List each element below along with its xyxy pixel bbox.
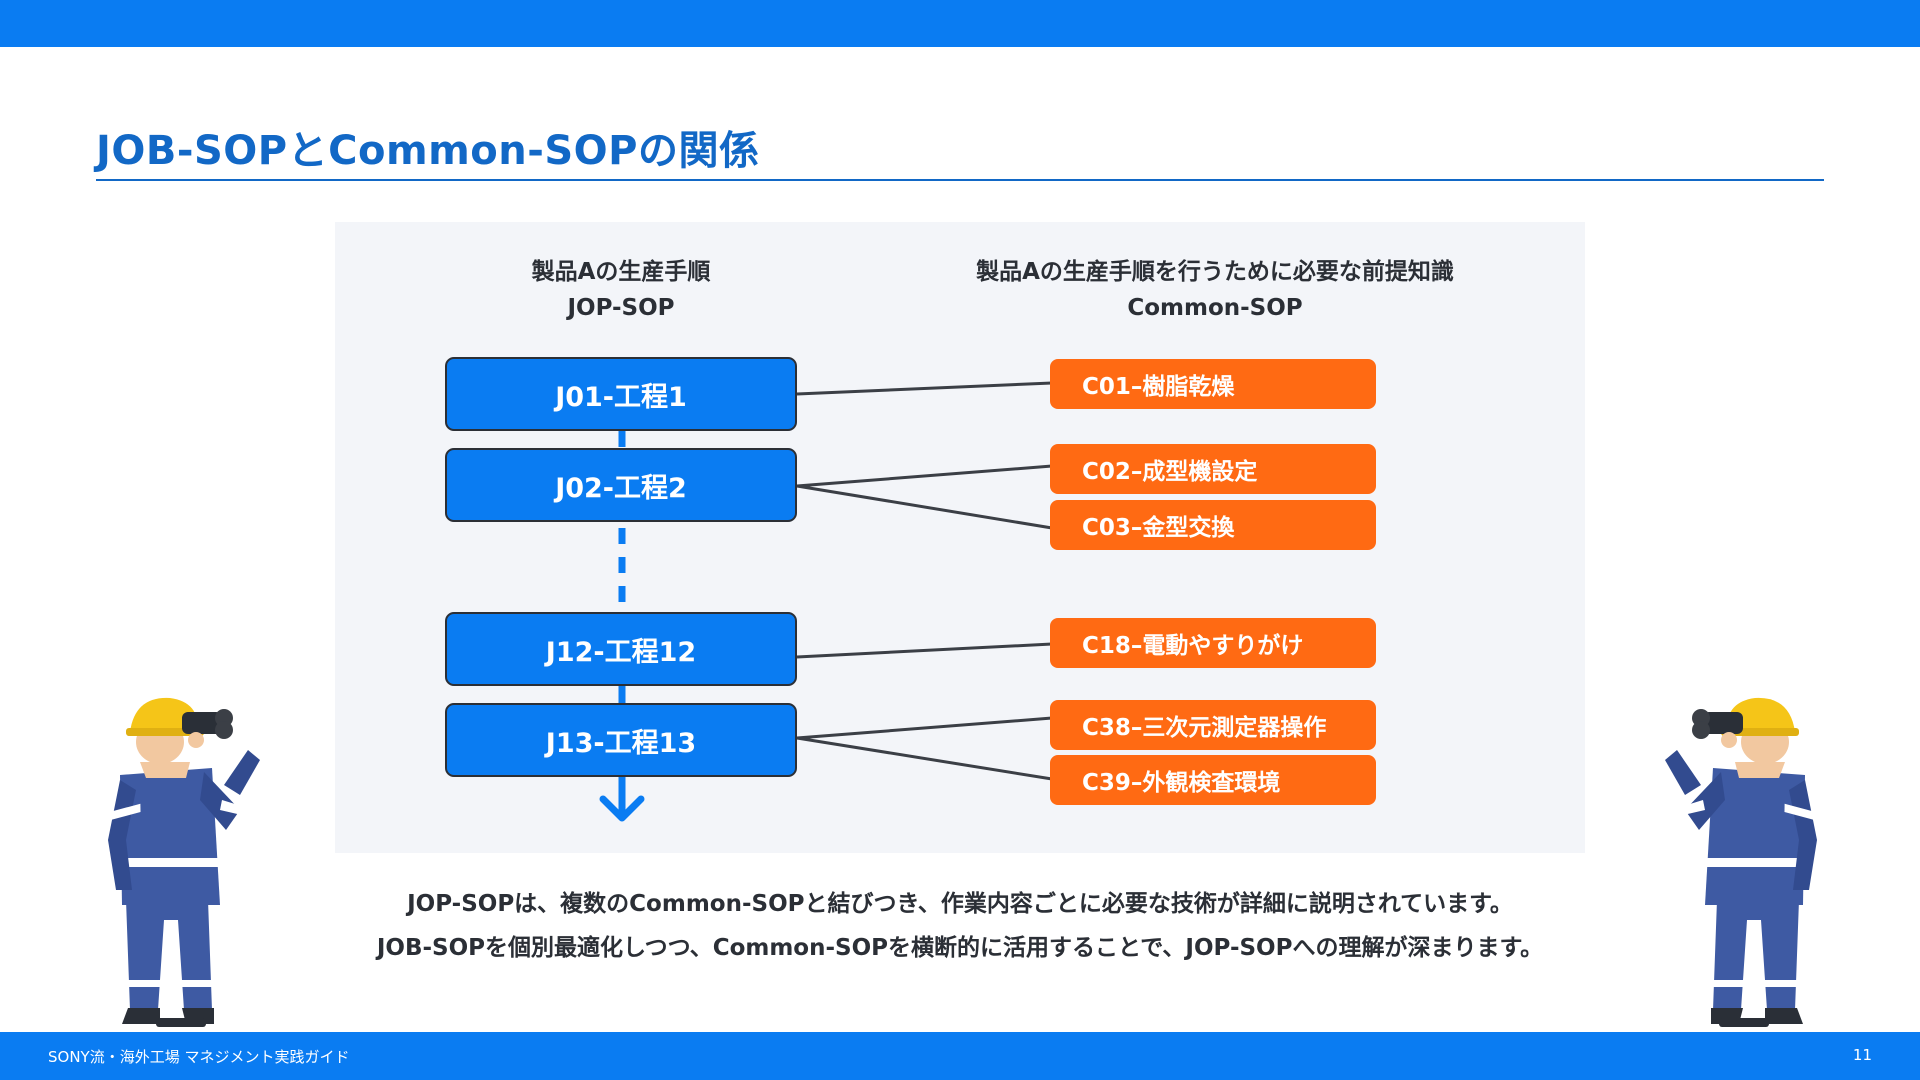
- worker-with-binoculars-icon-right: [1665, 697, 1817, 1027]
- description-line-2: JOB-SOPを個別最適化しつつ、Common-SOPを横断的に活用することで、…: [376, 935, 1544, 961]
- description-line-1: JOP-SOPは、複数のCommon-SOPと結びつき、作業内容ごとに必要な技術…: [407, 891, 1513, 917]
- job-column-title: 製品Aの生産手順: [531, 259, 711, 285]
- common-column-title: 製品Aの生産手順を行うために必要な前提知識: [976, 259, 1454, 285]
- common-sop-c38: C38–三次元測定器操作: [1050, 700, 1376, 750]
- link-j02-c03: [796, 484, 1053, 530]
- common-sop-c39: C39–外観検査環境: [1050, 755, 1376, 805]
- top-bar: [0, 0, 1920, 47]
- page-number: 11: [1852, 1046, 1872, 1064]
- job-step-j13: J13-工程13: [445, 703, 797, 777]
- footer-title: SONY流・海外工場 マネジメント実践ガイド: [48, 1048, 350, 1066]
- page-title: JOB-SOPとCommon-SOPの関係: [96, 128, 760, 174]
- link-j01-c01: [796, 381, 1053, 396]
- link-j13-c39: [796, 736, 1053, 781]
- common-column-subtitle: Common-SOP: [1127, 295, 1303, 321]
- worker-with-binoculars-icon: [108, 697, 260, 1027]
- job-step-j02: J02-工程2: [445, 448, 797, 522]
- job-column-subtitle: JOP-SOP: [567, 295, 675, 321]
- footer-bar: SONY流・海外工場 マネジメント実践ガイド 11: [0, 1032, 1920, 1080]
- common-sop-c03: C03–金型交換: [1050, 500, 1376, 550]
- job-step-j01: J01-工程1: [445, 357, 797, 431]
- link-j02-c02: [796, 464, 1053, 488]
- job-sop-column-heading: 製品Aの生産手順 JOP-SOP: [471, 254, 771, 326]
- common-sop-column-heading: 製品Aの生産手順を行うために必要な前提知識 Common-SOP: [905, 254, 1525, 326]
- job-step-j12: J12-工程12: [445, 612, 797, 686]
- common-sop-c02: C02–成型機設定: [1050, 444, 1376, 494]
- title-underline: [96, 179, 1824, 181]
- common-sop-c18: C18–電動やすりがけ: [1050, 618, 1376, 668]
- link-j12-c18: [796, 642, 1053, 659]
- link-j13-c38: [796, 716, 1053, 740]
- common-sop-c01: C01–樹脂乾燥: [1050, 359, 1376, 409]
- flow-arrow-down-icon: [599, 795, 645, 822]
